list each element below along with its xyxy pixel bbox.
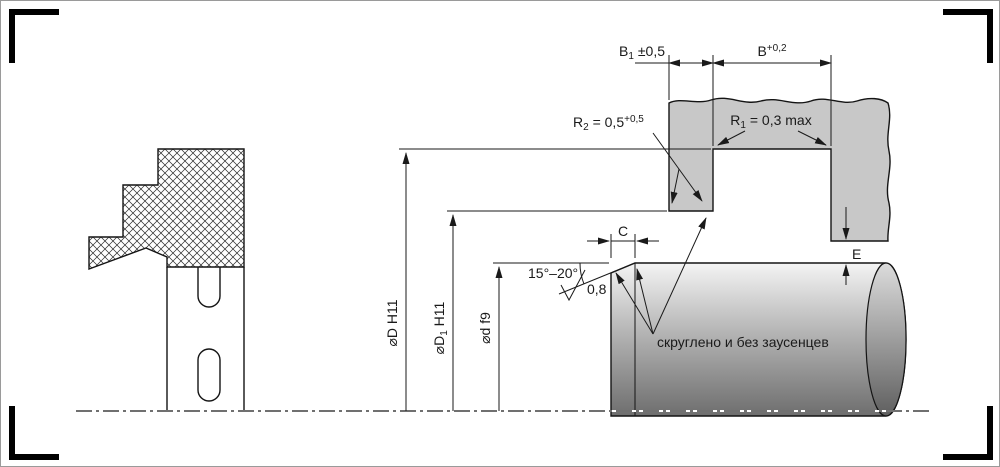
corner-mark-bottom-right: [943, 406, 993, 460]
corner-mark-bottom-left: [9, 406, 59, 460]
chamfer-angle-group: [558, 262, 636, 302]
seal-profile-hatch-fill: [89, 149, 244, 269]
label-r1: R1 = 0,3 max: [730, 112, 811, 131]
seal-drain-slot-upper: [197, 267, 221, 308]
seal-profile-outline: [88, 148, 245, 271]
seal-drain-slot-lower: [197, 348, 221, 402]
leader-r2-branch: [670, 168, 680, 204]
leader-note-groove-corner: [652, 217, 707, 335]
leader-note-edge: [636, 268, 654, 335]
leader-note-chamfer: [615, 272, 654, 335]
leader-r2-main: [652, 132, 703, 202]
label-e: E: [852, 246, 861, 262]
housing-section: [668, 97, 891, 242]
seal-cross-section: [88, 148, 245, 411]
label-b: B+0,2: [757, 43, 787, 59]
leader-lines: [615, 130, 827, 335]
housing-body: [668, 97, 891, 242]
dimension-lines: [402, 59, 850, 411]
chamfer-extension-line: [558, 262, 636, 295]
labels: B1 ±0,5 B+0,2 R2 = 0,5+0,5 R1 = 0,3 max …: [384, 43, 861, 354]
label-chamfer-angle: 15°–20°: [528, 265, 578, 281]
leader-r1-left: [717, 130, 746, 146]
shaft-end-cap: [865, 262, 907, 417]
roughness-icon: [560, 269, 586, 302]
label-note-rounded: скруглено и без заусенцев: [657, 334, 829, 350]
label-dia-shaft: ⌀d f9: [477, 312, 493, 344]
extension-lines: [399, 55, 832, 264]
leader-r1-right: [797, 130, 827, 146]
label-dia-groove: ⌀D H11: [384, 299, 400, 346]
label-r2: R2 = 0,5+0,5: [573, 114, 644, 133]
shaft: [610, 262, 907, 417]
corner-mark-top-right: [943, 9, 993, 63]
label-b1: B1 ±0,5: [619, 43, 665, 62]
label-roughness: 0,8: [587, 281, 607, 297]
angle-arc: [579, 262, 585, 285]
corner-marks: [9, 9, 993, 460]
label-dia-bore: ⌀D1 H11: [431, 301, 450, 354]
label-c: C: [618, 223, 628, 239]
corner-mark-top-left: [9, 9, 59, 63]
